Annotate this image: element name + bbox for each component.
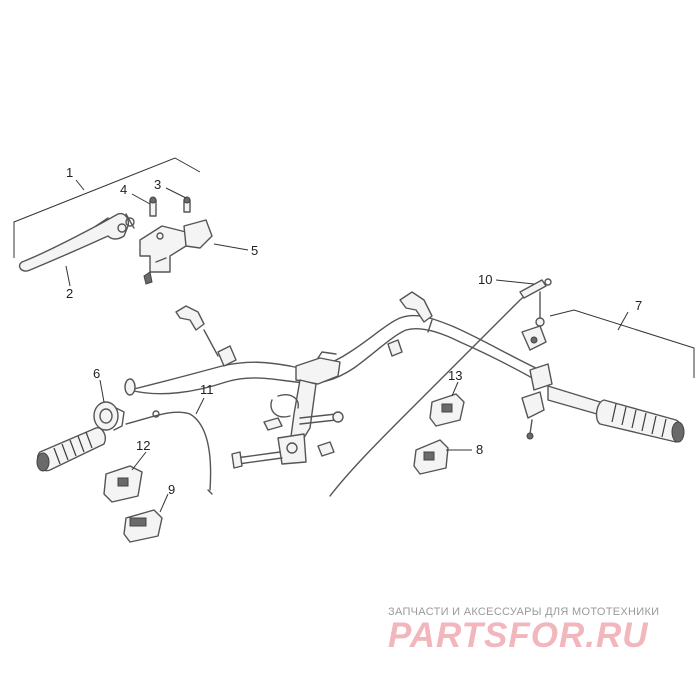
cable-11: [125, 410, 213, 495]
bolt-4: [149, 196, 157, 217]
assembly-bracket-1: [13, 157, 201, 258]
assembly-bracket-7: [549, 309, 695, 378]
leader-lines: [65, 179, 629, 513]
callout-6: 6: [93, 366, 100, 381]
callout-8: 8: [476, 442, 483, 457]
cable-10: [329, 278, 552, 497]
callout-12: 12: [136, 438, 150, 453]
handlebar: [124, 291, 541, 396]
callout-9: 9: [168, 482, 175, 497]
callout-13: 13: [448, 368, 462, 383]
callout-7: 7: [635, 298, 642, 313]
center-riser-mount: [231, 379, 344, 469]
pivot-bolt: [125, 213, 135, 229]
right-switch-housing: [521, 291, 553, 440]
callout-4: 4: [120, 182, 127, 197]
switch-13: [429, 393, 465, 427]
callout-1: 1: [66, 165, 73, 180]
watermark-tagline: ЗАПЧАСТИ И АКСЕССУАРЫ ДЛЯ МОТОТЕХНИКИ: [388, 606, 660, 618]
callout-5: 5: [251, 243, 258, 258]
lever-bracket: [139, 219, 213, 285]
watermark-logo: PARTSFOR.RU: [388, 616, 649, 655]
switch-8: [413, 439, 449, 475]
switch-9: [123, 509, 163, 543]
right-grip: [547, 385, 685, 443]
left-grip: [36, 401, 125, 472]
callout-labels: 1 2 3 4 5 6 7 8 9 10 11 12 13: [66, 165, 642, 497]
callout-3: 3: [154, 177, 161, 192]
screw-3: [183, 196, 191, 213]
callout-10: 10: [478, 272, 492, 287]
callout-2: 2: [66, 286, 73, 301]
callout-11: 11: [200, 382, 214, 397]
switch-12: [103, 465, 143, 503]
brake-lever: [18, 212, 130, 272]
